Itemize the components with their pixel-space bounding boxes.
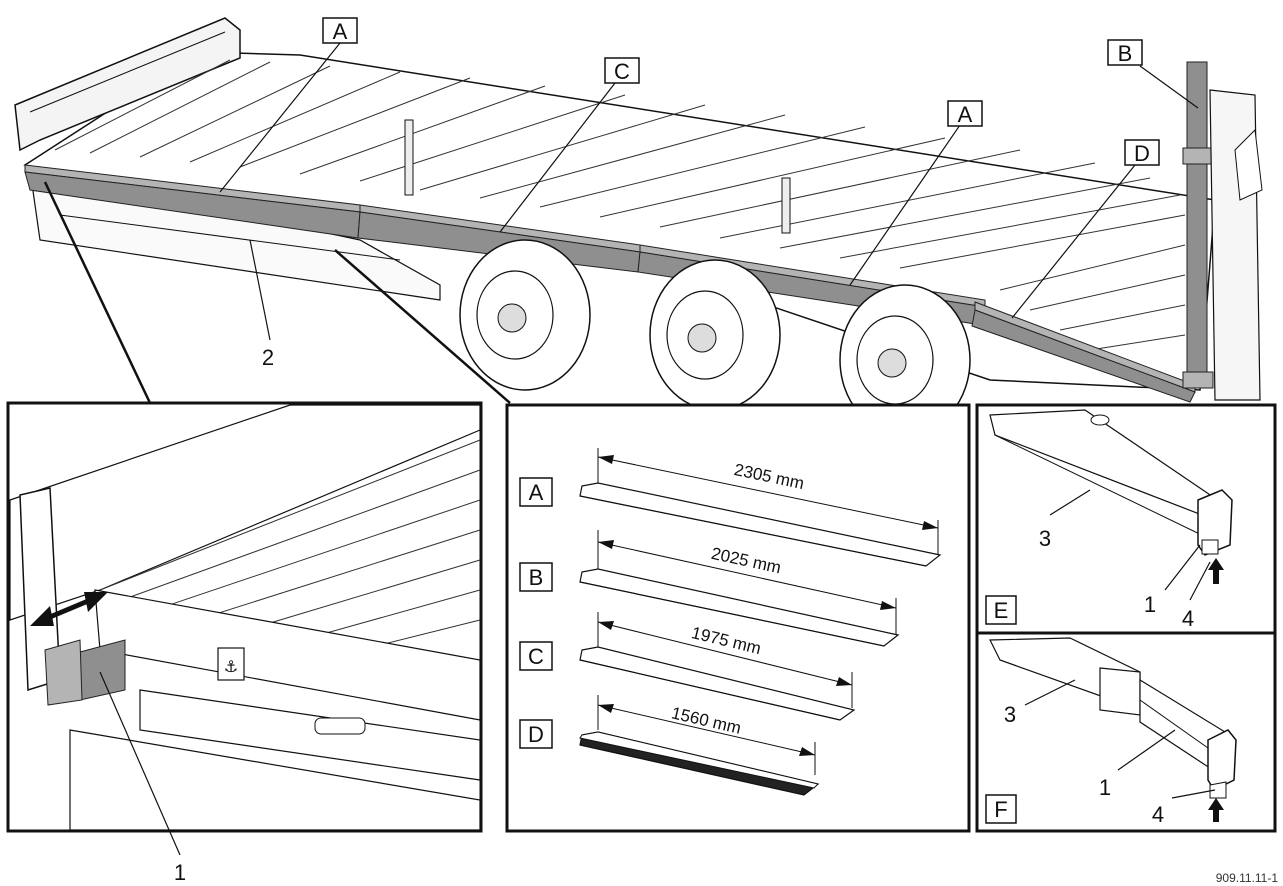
detail-f-callout-1: 1 bbox=[1099, 775, 1111, 800]
detail-f-callout-4: 4 bbox=[1152, 802, 1164, 827]
label-a-top-left: A bbox=[322, 17, 358, 44]
svg-text:A: A bbox=[958, 102, 973, 127]
detail-e-callout-3: 3 bbox=[1039, 526, 1051, 551]
detail-e-callout-4: 4 bbox=[1182, 606, 1194, 631]
detail-f-letter: F bbox=[994, 797, 1007, 822]
figure-code: 909.11.11-1 bbox=[1216, 871, 1279, 885]
detail-e-letter: E bbox=[994, 598, 1009, 623]
callout-1-bottom: 1 bbox=[174, 860, 186, 885]
svg-text:A: A bbox=[529, 480, 544, 505]
slide-arrow-icon bbox=[30, 592, 108, 626]
up-arrow-icon bbox=[1208, 558, 1224, 584]
beam-lengths-inset: A 2305 mm B 2025 mm C bbox=[505, 403, 971, 833]
detail-e-callout-1: 1 bbox=[1144, 592, 1156, 617]
length-row-d: D 1560 mm bbox=[519, 695, 820, 796]
svg-text:B: B bbox=[529, 565, 544, 590]
svg-text:C: C bbox=[614, 59, 630, 84]
svg-text:⚓: ⚓ bbox=[224, 657, 238, 676]
label-a-top-right: A bbox=[947, 100, 983, 127]
label-d-top: D bbox=[1124, 139, 1160, 166]
svg-text:B: B bbox=[1118, 41, 1133, 66]
wheels bbox=[459, 239, 971, 436]
svg-text:D: D bbox=[1134, 141, 1150, 166]
length-row-c: C 1975 mm bbox=[519, 612, 856, 721]
detail-f-inset: 3 1 4 F bbox=[975, 631, 1277, 833]
svg-text:D: D bbox=[528, 722, 544, 747]
detail-f-callout-3: 3 bbox=[1004, 702, 1016, 727]
callout-2: 2 bbox=[262, 345, 274, 370]
trailer-illustration bbox=[14, 17, 1263, 436]
label-b-top: B bbox=[1107, 39, 1143, 66]
up-arrow-icon bbox=[1208, 798, 1224, 822]
svg-text:A: A bbox=[333, 19, 348, 44]
closeup-inset: ⚓ bbox=[6, 401, 483, 856]
detail-e-inset: 3 1 4 E bbox=[975, 403, 1277, 635]
svg-text:C: C bbox=[528, 644, 544, 669]
label-c-top: C bbox=[604, 57, 640, 84]
